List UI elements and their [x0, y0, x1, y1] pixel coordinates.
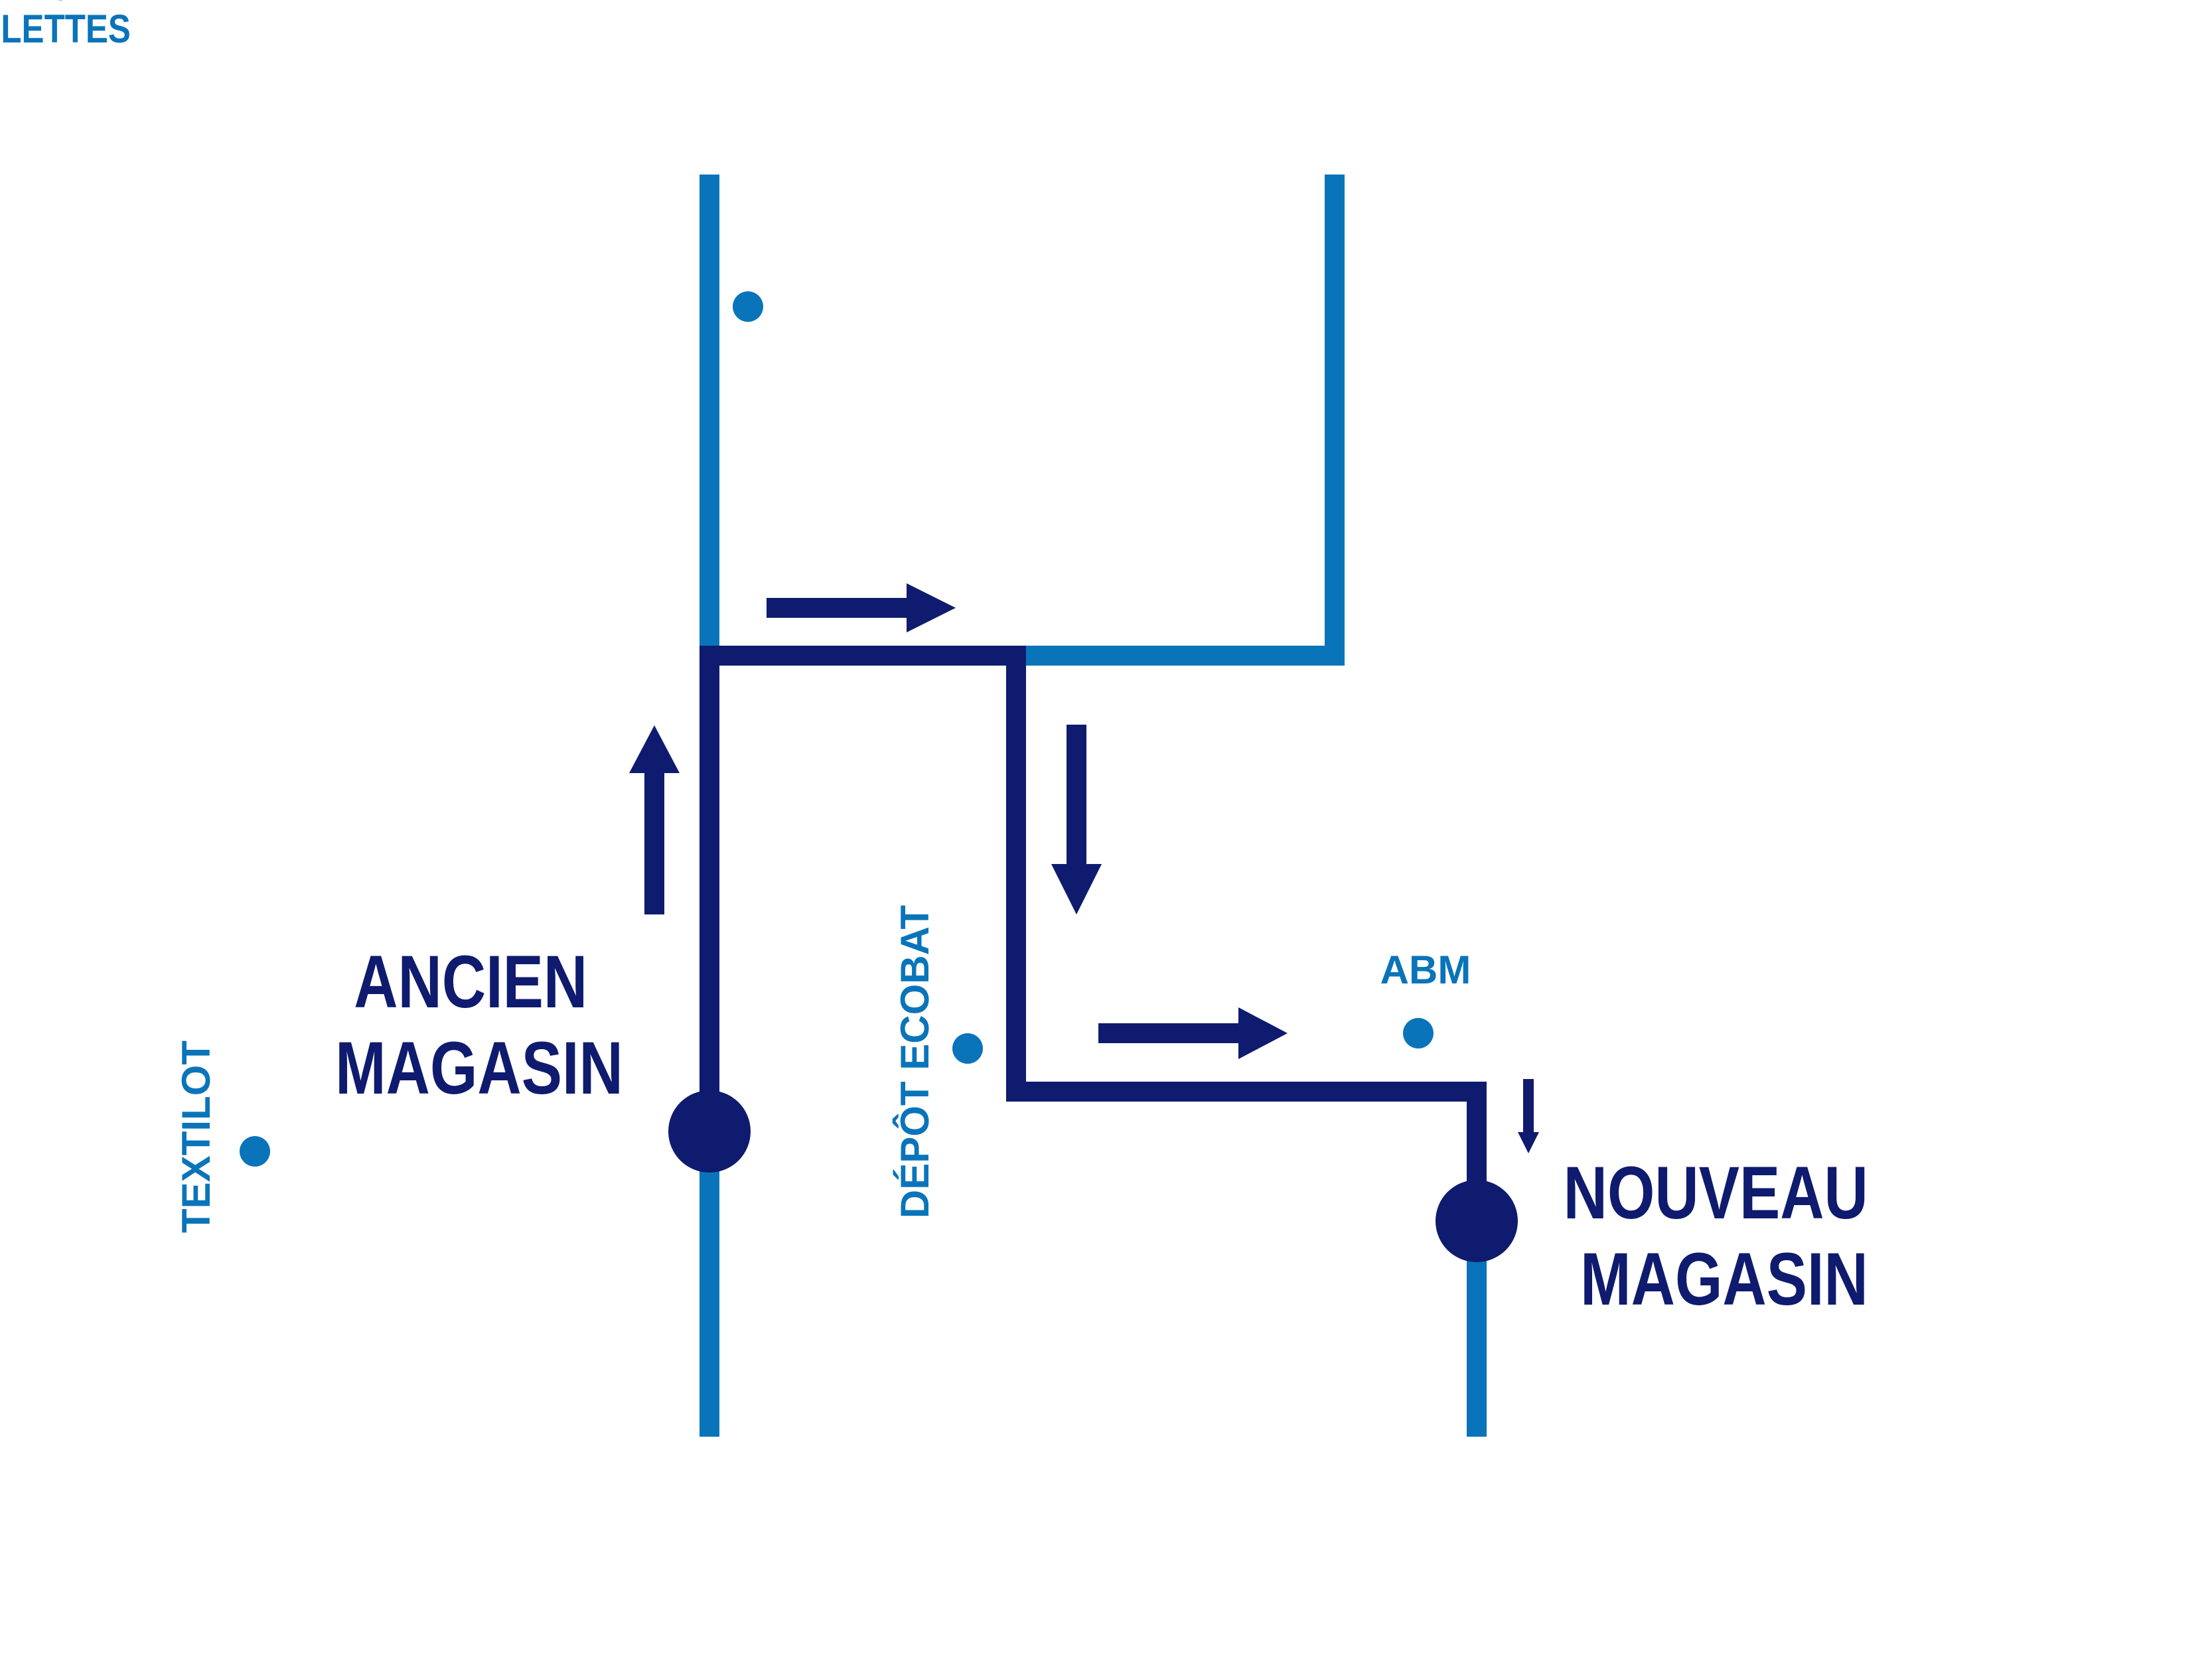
caviar-label-line1: CAVIAR & — [0, 0, 76, 9]
caviar-label-line2: COQUILLETTES — [0, 7, 131, 51]
arrow-up-icon — [629, 725, 680, 914]
road-network — [700, 175, 1487, 1437]
route-path — [700, 646, 1487, 1221]
caviar-label: CAVIAR & COQUILLETTES — [0, 0, 131, 51]
arrow-right-icon — [767, 583, 956, 632]
caviar-dot — [733, 291, 763, 322]
arrow-down-icon — [1051, 725, 1102, 914]
new-store-label-line1: NOUVEAU — [1564, 1151, 1868, 1234]
arrow-right-icon — [1098, 1007, 1288, 1059]
new-store-label-line2: MAGASIN — [1580, 1237, 1868, 1321]
direction-arrows — [629, 583, 1539, 1153]
new-store-marker — [1436, 1180, 1518, 1262]
old-store-label-line1: ANCIEN — [354, 940, 587, 1023]
depot-label: DÉPÔT ECOBAT — [893, 905, 937, 1218]
old-store-marker — [668, 1090, 751, 1173]
new-store-label: NOUVEAU MAGASIN — [1564, 1151, 1885, 1321]
textilot-dot — [240, 1136, 270, 1167]
abm-label: ABM — [1380, 948, 1471, 992]
textilot-label: TEXTILOT — [174, 1041, 218, 1233]
old-store-label-line2: MAGASIN — [335, 1026, 623, 1110]
abm-dot — [1403, 1018, 1434, 1048]
arrow-down-icon — [1518, 1079, 1539, 1153]
depot-dot — [952, 1033, 983, 1064]
old-store-label: ANCIEN MAGASIN — [335, 940, 623, 1110]
